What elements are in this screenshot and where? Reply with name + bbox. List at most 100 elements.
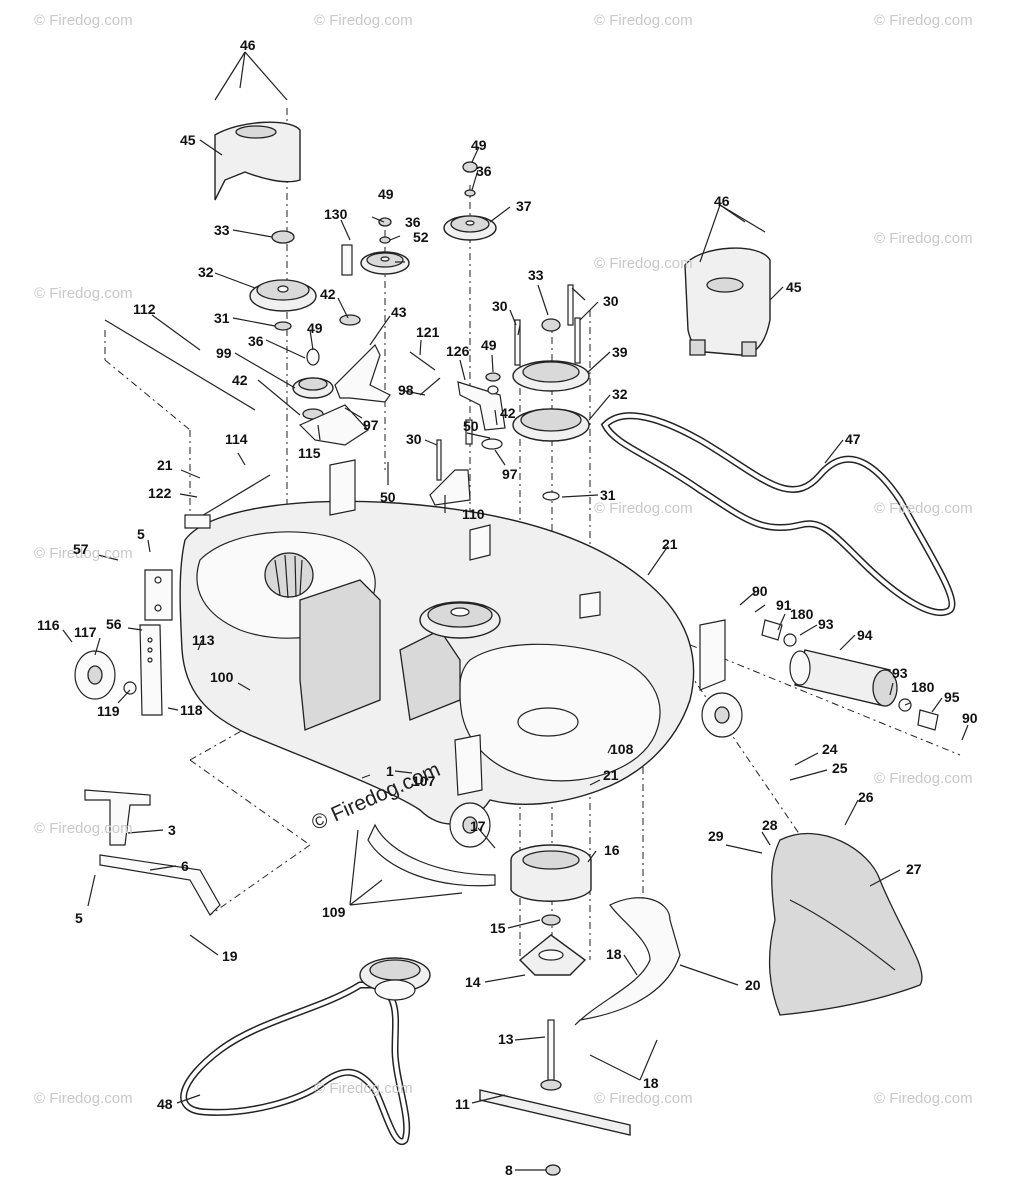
callout-3: 3	[168, 822, 176, 838]
belt-cover-45-left	[214, 121, 301, 201]
deck-skirt-109	[367, 823, 496, 887]
watermark: © Firedog.com	[874, 770, 973, 787]
callout-25: 25	[832, 760, 848, 776]
baffle-20	[574, 897, 681, 1026]
callout-49: 49	[307, 320, 323, 336]
watermark: © Firedog.com	[874, 500, 973, 517]
callout-27: 27	[906, 861, 922, 877]
callout-26: 26	[858, 789, 874, 805]
watermark: © Firedog.com	[594, 1090, 693, 1107]
callout-42: 42	[320, 286, 336, 302]
watermark: © Firedog.com	[594, 255, 693, 272]
callout-30: 30	[492, 298, 508, 314]
callout-31: 31	[600, 487, 616, 503]
pulley-stack-left	[249, 230, 369, 446]
callout-100: 100	[210, 669, 234, 685]
callout-113: 113	[192, 632, 215, 648]
callout-39: 39	[612, 344, 628, 360]
belt-48	[180, 981, 411, 1146]
watermark: © Firedog.com	[874, 230, 973, 247]
callout-50: 50	[380, 489, 396, 505]
callout-46: 46	[240, 37, 256, 53]
callout-36: 36	[476, 163, 492, 179]
callout-93: 93	[892, 665, 908, 681]
watermark: © Firedog.com	[34, 12, 133, 29]
spindle-stack-right	[512, 284, 590, 501]
callout-112: 112	[133, 301, 156, 317]
callout-30: 30	[603, 293, 619, 309]
callout-19: 19	[222, 948, 238, 964]
callout-14: 14	[465, 974, 481, 990]
callout-117: 117	[74, 624, 97, 640]
callout-6: 6	[181, 858, 189, 874]
callout-130: 130	[324, 206, 348, 222]
callout-18: 18	[643, 1075, 659, 1091]
callout-180: 180	[911, 679, 935, 695]
callout-36: 36	[405, 214, 421, 230]
rod-112	[104, 319, 256, 411]
callout-94: 94	[857, 627, 873, 643]
callout-42: 42	[232, 372, 248, 388]
idler-pulley-37	[443, 161, 497, 241]
callout-97: 97	[363, 417, 379, 433]
callout-20: 20	[745, 977, 761, 993]
callout-16: 16	[604, 842, 620, 858]
bracket-3	[84, 789, 151, 846]
watermark: © Firedog.com	[34, 820, 133, 837]
discharge-chute-27	[768, 832, 923, 1016]
callout-47: 47	[845, 431, 861, 447]
callout-21: 21	[157, 457, 173, 473]
callout-42: 42	[500, 405, 516, 421]
callout-91: 91	[776, 597, 792, 613]
callout-115: 115	[298, 445, 321, 461]
idler-pulley-52	[339, 217, 410, 326]
callout-5: 5	[137, 526, 145, 542]
callout-32: 32	[612, 386, 628, 402]
leader-lines	[62, 51, 969, 1171]
watermark: © Firedog.com	[594, 12, 693, 29]
callout-13: 13	[498, 1031, 514, 1047]
callout-97: 97	[502, 466, 518, 482]
callout-57: 57	[73, 541, 89, 557]
callout-90: 90	[752, 583, 768, 599]
watermark: © Firedog.com	[874, 1090, 973, 1107]
callout-109: 109	[322, 904, 346, 920]
callout-50: 50	[463, 418, 479, 434]
callout-118: 118	[180, 702, 203, 718]
belt-47	[600, 412, 956, 617]
idler-arm-43	[334, 343, 441, 403]
callout-121: 121	[416, 324, 440, 340]
callout-180: 180	[790, 606, 814, 622]
callout-31: 31	[214, 310, 230, 326]
callout-45: 45	[180, 132, 196, 148]
callout-32: 32	[198, 264, 214, 280]
rod-114	[184, 474, 271, 529]
callout-119: 119	[97, 703, 120, 719]
callout-18: 18	[606, 946, 622, 962]
callout-46: 46	[714, 193, 730, 209]
callout-99: 99	[216, 345, 232, 361]
callout-52: 52	[413, 229, 429, 245]
callout-110: 110	[462, 506, 485, 522]
callout-36: 36	[248, 333, 264, 349]
callout-21: 21	[603, 767, 619, 783]
callout-37: 37	[516, 198, 532, 214]
callout-33: 33	[528, 267, 544, 283]
callout-98: 98	[398, 382, 414, 398]
link-6	[99, 854, 221, 916]
belt-cover-45-right	[684, 247, 771, 357]
watermark: © Firedog.com	[314, 1080, 413, 1097]
callout-114: 114	[225, 431, 248, 447]
bracket-110	[429, 439, 471, 506]
watermark: © Firedog.com	[874, 12, 973, 29]
callout-5: 5	[75, 910, 83, 926]
callout-15: 15	[490, 920, 506, 936]
callout-107: 107	[412, 773, 436, 789]
clutch-pulley-48	[359, 957, 431, 1001]
callout-93: 93	[818, 616, 834, 632]
watermark: © Firedog.com	[594, 500, 693, 517]
callout-17: 17	[470, 818, 486, 834]
callout-43: 43	[391, 304, 407, 320]
callout-28: 28	[762, 817, 778, 833]
